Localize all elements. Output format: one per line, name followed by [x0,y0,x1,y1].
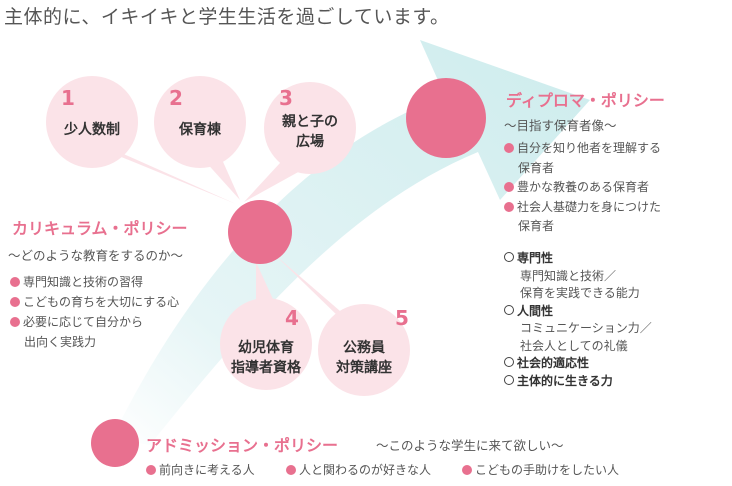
curriculum-point-text: 必要に応じて自分から [23,315,144,329]
bubble-2-label: 保育棟 [179,122,221,138]
admission-point: こどもの手助けをしたい人 [462,460,619,480]
admission-point-text: こどもの手助けをしたい人 [475,463,620,477]
admission-point-text: 人と関わるのが好きな人 [299,463,432,477]
admission-point: 人と関わるのが好きな人 [286,460,431,480]
admission-point: 前向きに考える人 [146,460,255,480]
bubble-5-label-line1: 公務員 [343,340,385,356]
curriculum-policy-subtitle: ～どのような教育をするのか～ [8,248,184,263]
diploma-point: 豊かな教養のある保育者 [504,178,661,198]
diploma-policy-subtitle: ～目指す保育者像～ [504,118,617,133]
ability-heading: 人間性 [504,303,652,321]
diploma-point-continuation: 保育者 [518,219,555,233]
admission-policy-title: アドミッション・ポリシー [146,436,339,455]
bullet-dot-icon [286,465,296,475]
curriculum-point-text: こどもの育ちを大切にする心 [23,295,180,309]
bubble-3-label-line1: 親と子の [282,114,338,130]
bullet-dot-icon [146,465,156,475]
circle-bullet-icon [504,357,514,367]
ability-detail: 保育を実践できる能力 [520,286,640,300]
bullet-dot-icon [10,277,20,287]
ability-heading-text: 社会的適応性 [517,356,590,370]
bubble-5 [318,304,410,396]
bubble-2 [154,76,246,168]
bullet-dot-icon [10,297,20,307]
admission-circle [91,419,139,467]
bubble-1 [46,76,138,168]
diploma-points: 自分を知り他者を理解する 保育者 豊かな教養のある保育者 社会人基礎力を身につけ… [504,139,661,237]
curriculum-policy-title: カリキュラム・ポリシー [12,219,188,238]
ability-heading: 専門性 [504,250,652,268]
diploma-policy-title: ディプロマ・ポリシー [506,91,665,110]
admission-policy-subtitle: ～このような学生に来て欲しい～ [376,438,564,453]
bullet-dot-icon [10,317,20,327]
curriculum-point: 専門知識と技術の習得 [10,272,179,292]
curriculum-points: 専門知識と技術の習得 こどもの育ちを大切にする心 必要に応じて自分から 出向く実… [10,272,179,352]
ability-heading: 主体的に生きる力 [504,373,652,391]
bubble-4-label-line1: 幼児体育 [238,340,294,356]
diploma-abilities: 専門性 専門知識と技術／ 保育を実践できる能力 人間性 コミュニケーション力／ … [504,250,652,390]
diploma-point-text: 自分を知り他者を理解する [517,141,662,155]
bubble-3-number: 3 [279,86,293,110]
bullet-dot-icon [462,465,472,475]
bubble-4-number: 4 [285,306,299,330]
diploma-point-continuation: 保育者 [518,160,555,175]
curriculum-point: こどもの育ちを大切にする心 [10,292,179,312]
bubble-5-number: 5 [395,306,409,330]
bubble-3-label-line2: 広場 [296,134,324,150]
ability-heading-text: 主体的に生きる力 [517,373,613,388]
diploma-circle [406,78,486,158]
ability-detail: 専門知識と技術／ [520,268,617,283]
circle-bullet-icon [504,252,514,262]
bullet-dot-icon [504,143,514,153]
bubble-3 [264,82,356,174]
curriculum-circle [228,200,292,264]
curriculum-point: 必要に応じて自分から [10,312,179,332]
ability-detail: 社会人としての礼儀 [520,338,628,353]
bullet-dot-icon [504,201,514,212]
diploma-point: 社会人基礎力を身につけた [504,198,661,218]
curriculum-point-text: 専門知識と技術の習得 [23,275,144,289]
diploma-point-text: 豊かな教養のある保育者 [517,180,650,194]
bubble-4 [220,298,312,390]
admission-point-text: 前向きに考える人 [159,463,255,477]
page-title: 主体的に、イキイキと学生生活を過ごしています。 [4,6,450,28]
ability-heading-text: 専門性 [517,251,554,265]
ability-detail: コミュニケーション力／ [520,321,652,335]
diploma-point-text: 社会人基礎力を身につけた [517,199,662,214]
bullet-dot-icon [504,182,514,192]
bubble-4-label-line2: 指導者資格 [231,360,301,376]
bubble-1-number: 1 [61,86,75,110]
bubble-5-label-line2: 対策講座 [336,360,392,376]
bubble-2-number: 2 [169,86,183,110]
bubble-1-label: 少人数制 [64,122,120,138]
circle-bullet-icon [504,374,514,385]
curriculum-point-continuation: 出向く実践力 [24,335,97,349]
diploma-point: 自分を知り他者を理解する [504,139,661,159]
circle-bullet-icon [504,304,514,315]
ability-heading-text: 人間性 [517,303,554,318]
ability-heading: 社会的適応性 [504,355,652,373]
